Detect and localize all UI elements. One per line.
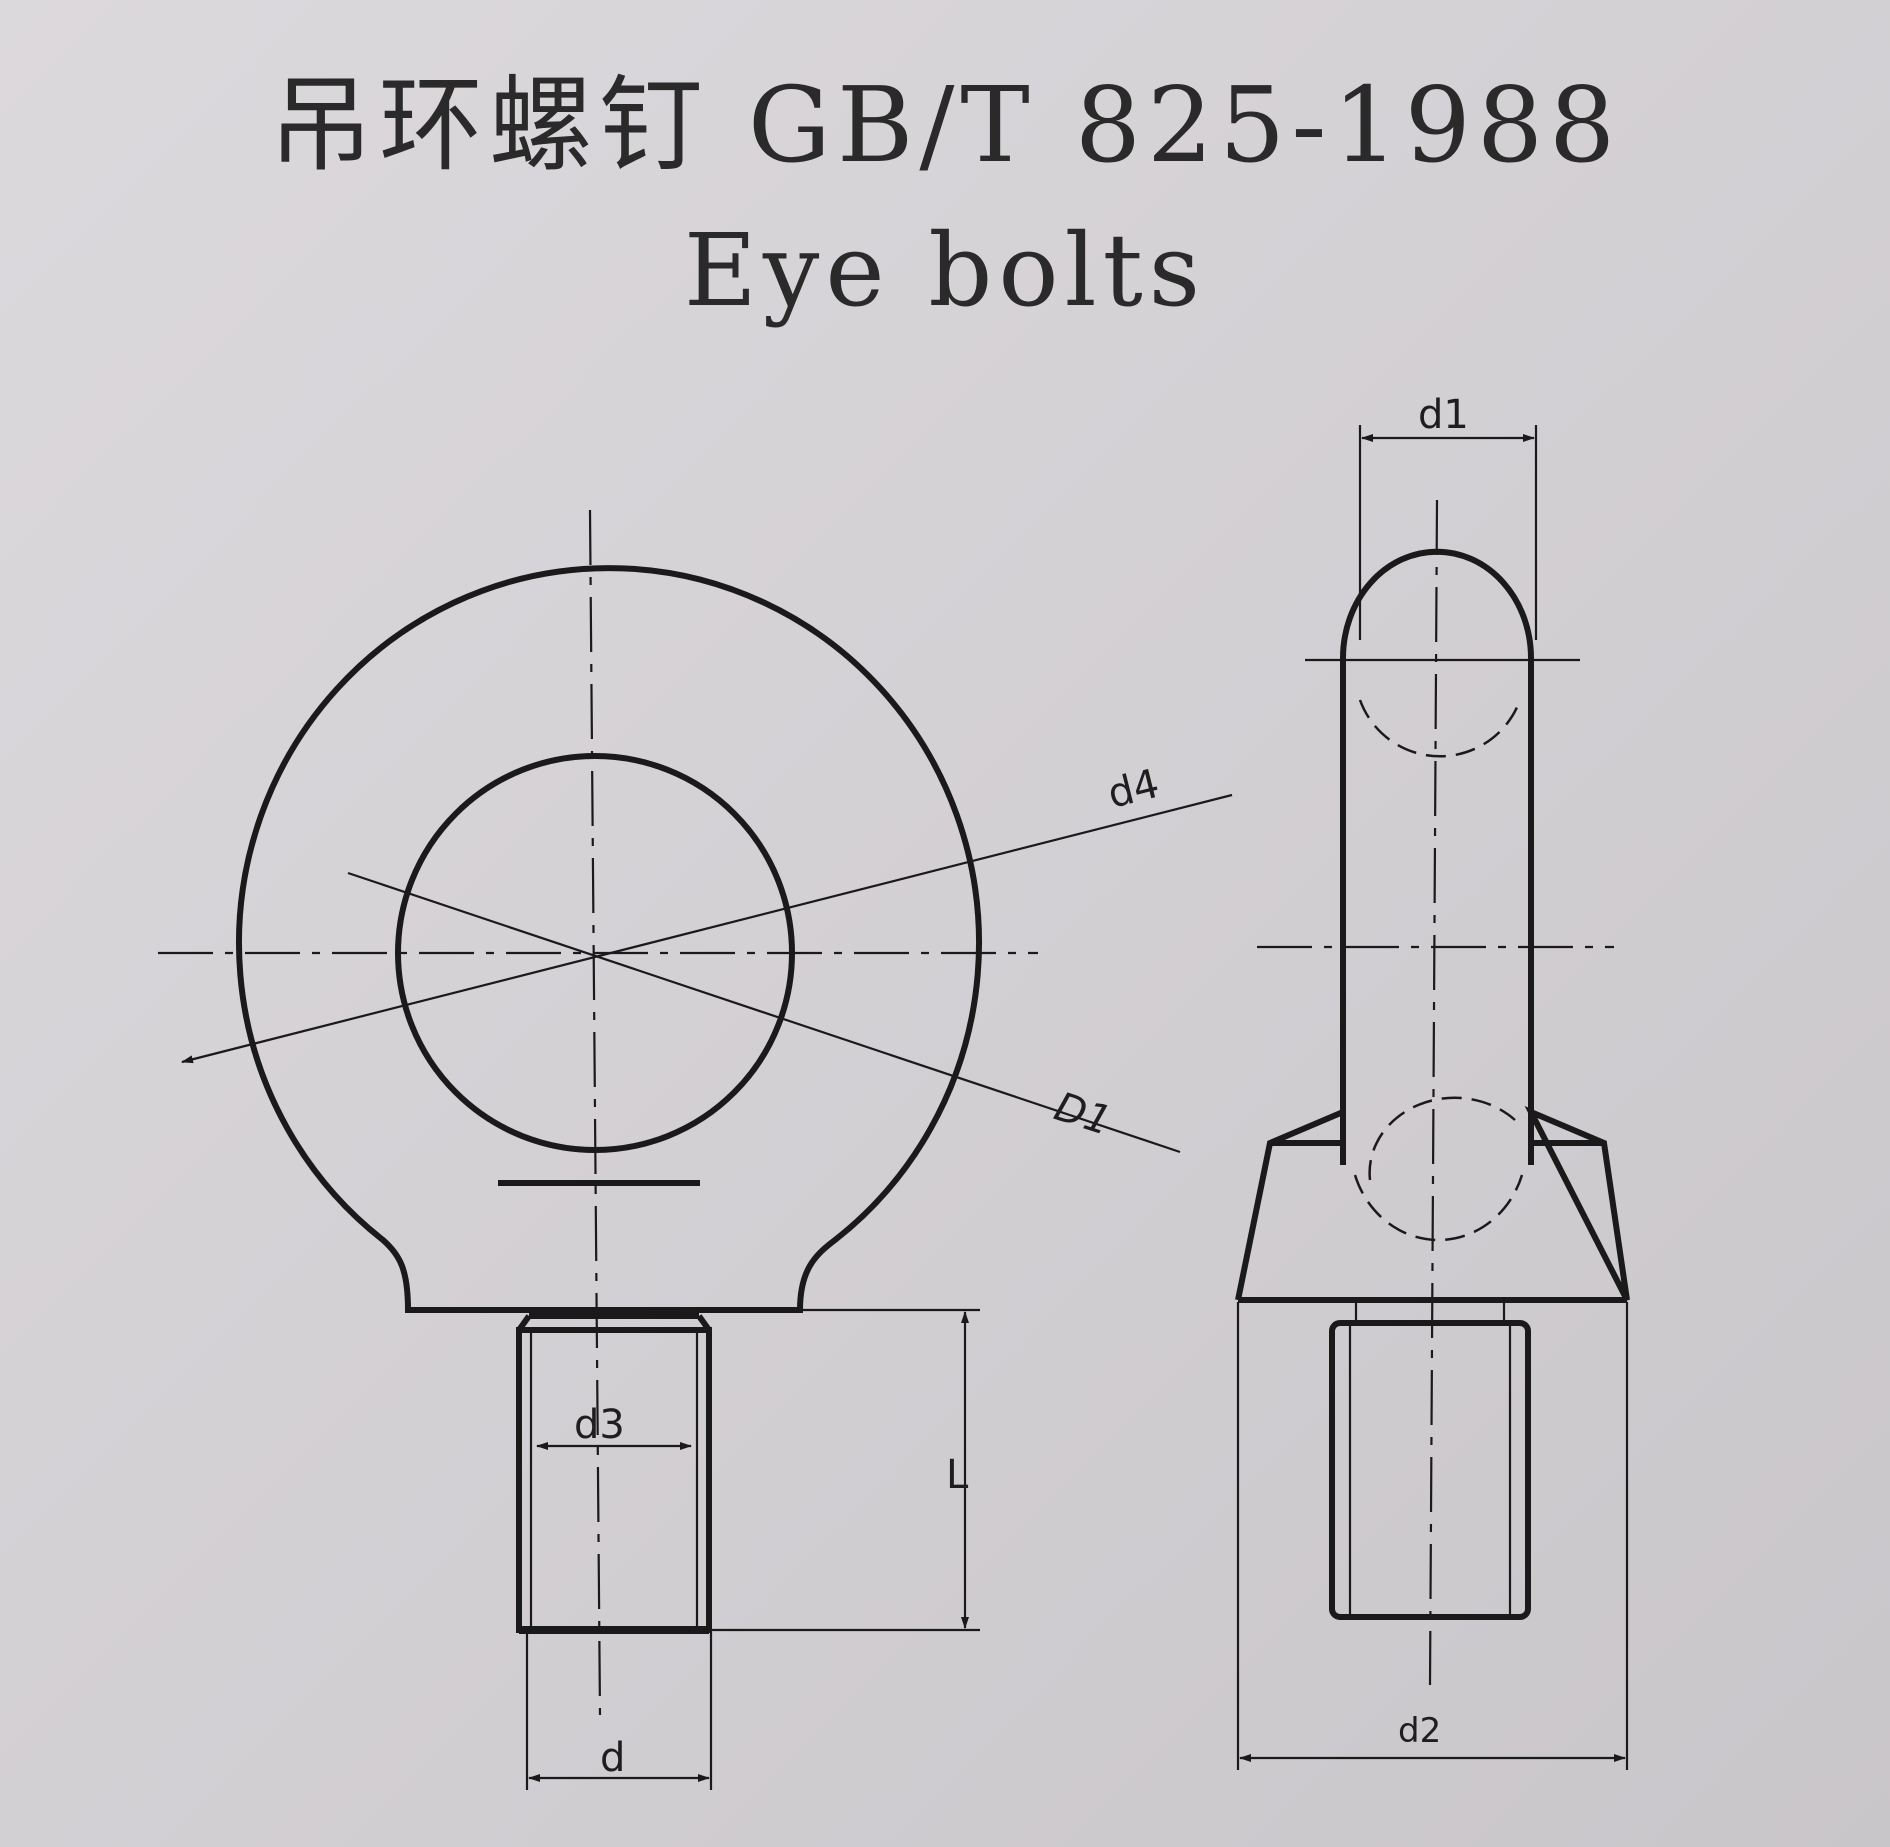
d2-label: d2	[1398, 1711, 1441, 1751]
threaded-shank	[516, 1313, 712, 1634]
side-eye-body	[1340, 548, 1534, 1165]
eye-outer-contour	[236, 565, 982, 1313]
d-label: d	[600, 1735, 625, 1781]
side-hidden-bottom-arc	[1353, 1096, 1524, 1242]
drawing-subtitle: Eye bolts	[683, 212, 1207, 329]
side-hidden-top-arc	[1358, 699, 1522, 758]
d4-dimension-line	[181, 793, 1233, 1064]
d1-label: d1	[1418, 392, 1469, 438]
L-label: L	[946, 1452, 969, 1498]
front-vertical-centerline	[588, 509, 602, 1716]
D1-label: D1	[1049, 1084, 1117, 1145]
d3-label: d3	[574, 1402, 625, 1448]
d4-label: d4	[1103, 761, 1163, 818]
side-view: d1 d2	[1235, 392, 1630, 1770]
D1-dimension-line	[347, 871, 1181, 1154]
drawing-title: 吊环螺钉 GB/T 825-1988	[268, 64, 1622, 186]
side-vertical-centerline	[1428, 499, 1439, 1686]
front-view: d4 D1 d3 L d	[158, 509, 1233, 1790]
